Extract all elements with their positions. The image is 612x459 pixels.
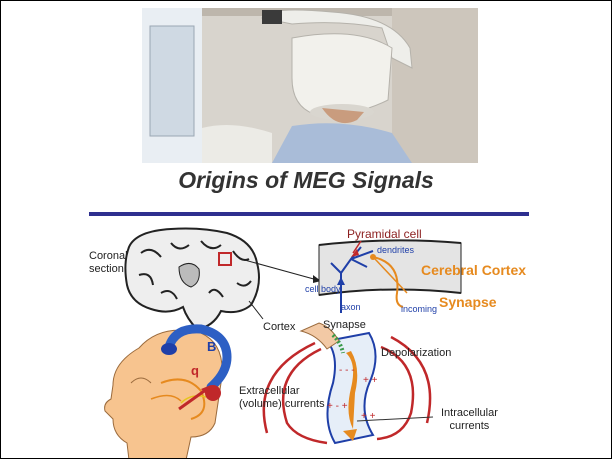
svg-text:+ - +: + - + (327, 401, 348, 412)
pyramidal-cell-label: Pyramidal cell (347, 227, 422, 241)
b-field-label: B (207, 339, 216, 354)
coronal-brain-slice (125, 229, 263, 330)
synapse-orange-label: Synapse (439, 294, 497, 310)
cell-body-label: cell body (305, 284, 341, 294)
slide-title: Origins of MEG Signals (1, 167, 611, 194)
extracellular-label: Extracellular (volume) currents (239, 385, 325, 411)
intracellular-label: Intracellular currents (441, 407, 498, 433)
axon-label: axon (341, 302, 361, 312)
synapse-label: Synapse (323, 319, 366, 331)
cortex-label: Cortex (263, 321, 295, 333)
incoming-label: incoming (401, 304, 437, 314)
q-dipole-label: q (191, 363, 199, 378)
coronal-section-label: Coronal section (89, 250, 128, 276)
depolarization-label: Depolarization (381, 347, 451, 359)
svg-text:+ +: + + (363, 375, 378, 386)
meg-scanner-photo (142, 8, 478, 163)
dendrites-label: dendrites (377, 245, 414, 255)
cerebral-cortex-label: Cerebral Cortex (421, 262, 526, 278)
title-divider (89, 212, 529, 216)
svg-text:- - -: - - - (339, 365, 355, 376)
neuron-column: - - - + + + - + + + (264, 323, 433, 443)
